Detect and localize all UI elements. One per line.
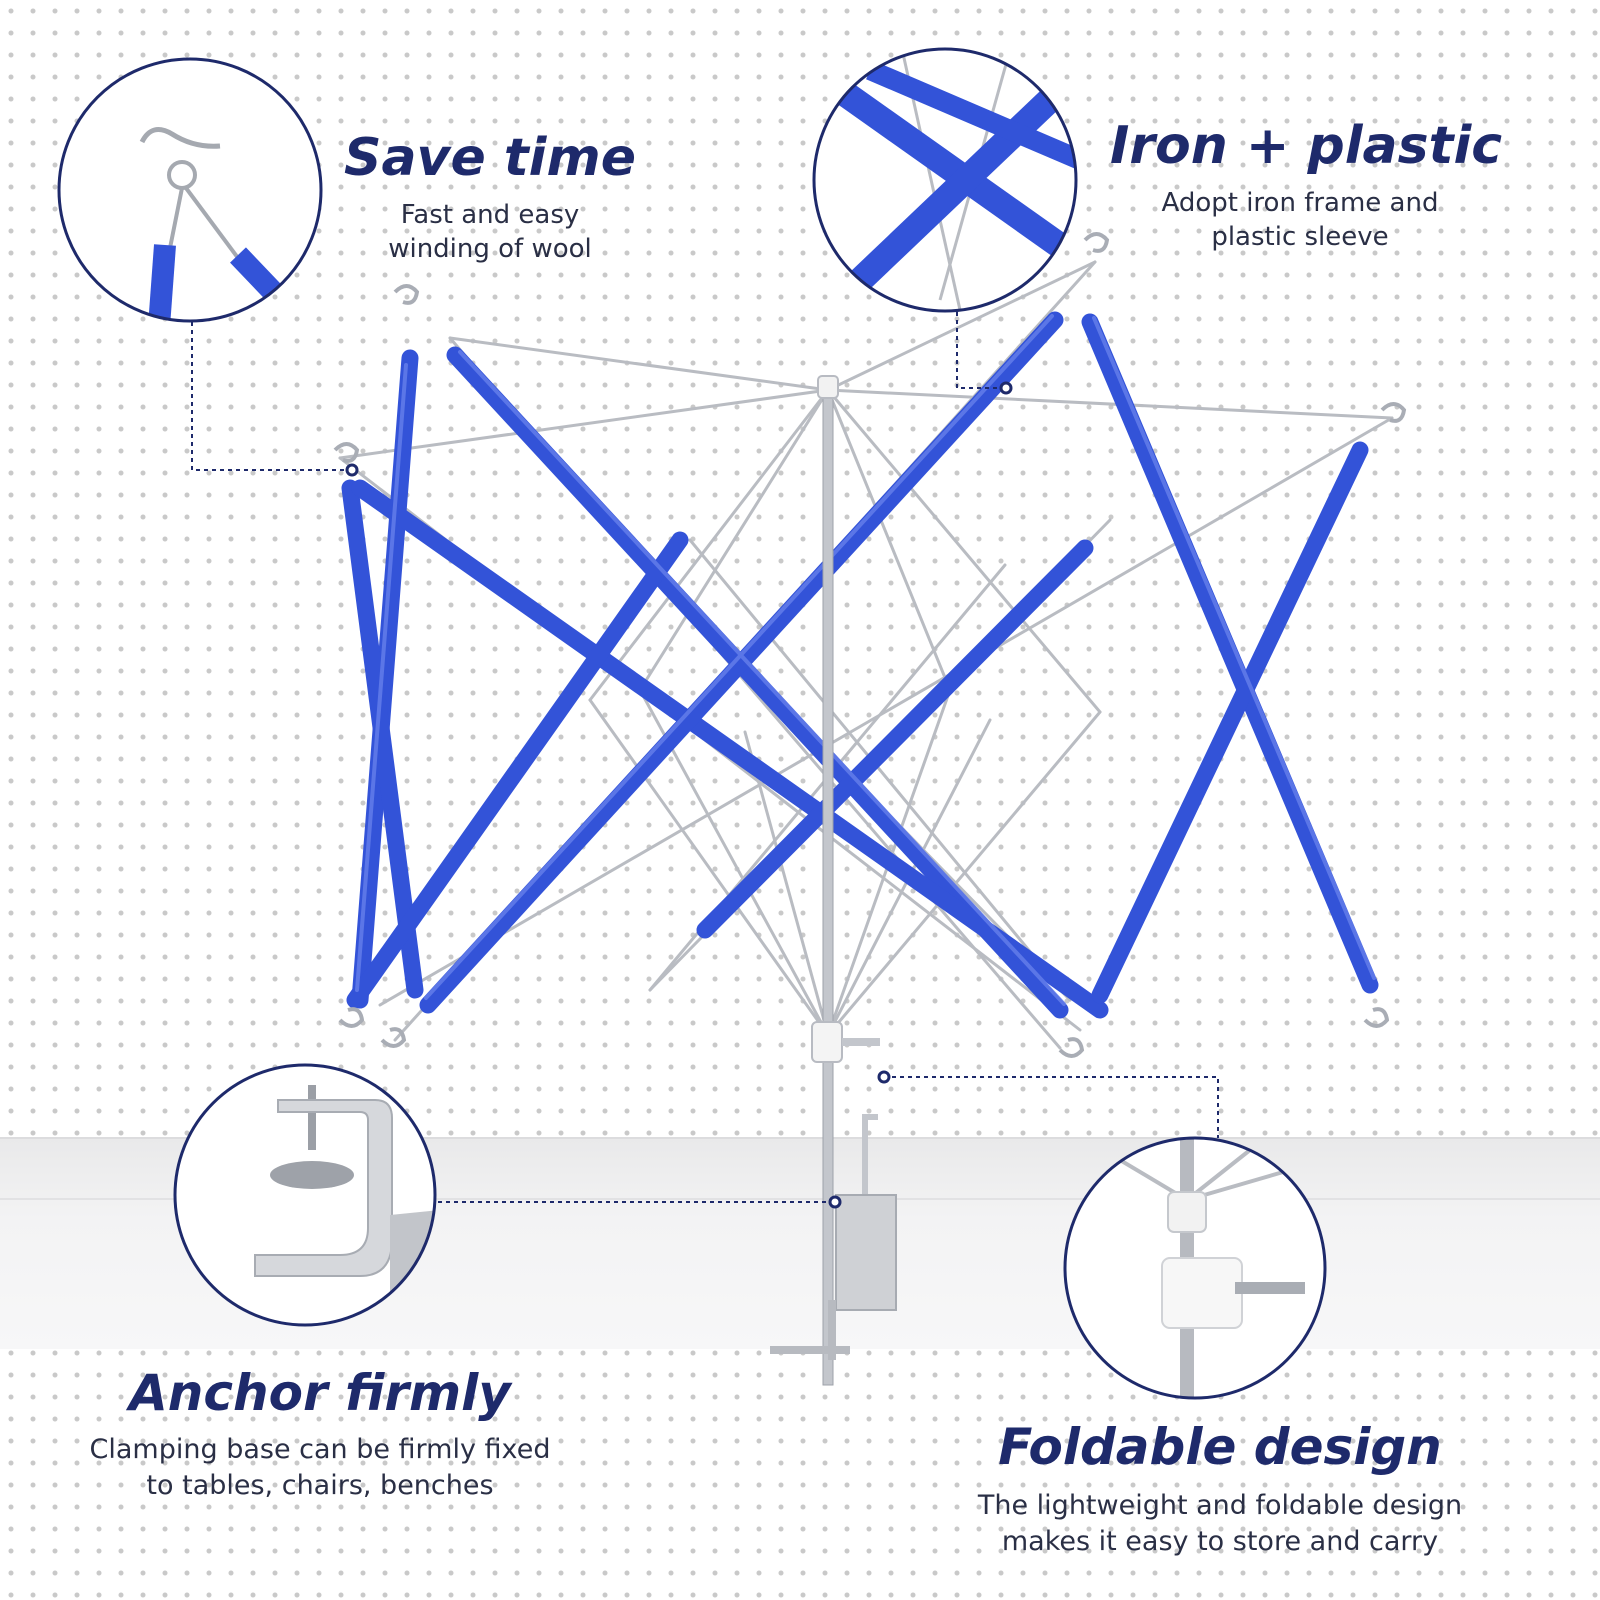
plastic-arms <box>341 311 1379 1019</box>
crossed-arms-closeup-icon <box>812 47 1078 313</box>
plastic-highlights <box>355 314 1376 1006</box>
hook-closeup-icon <box>57 57 323 323</box>
callout-dots <box>345 381 1013 1209</box>
callout-lines <box>191 312 1219 1203</box>
anchor-firmly-title: Anchor firmly <box>129 1364 511 1422</box>
anchor-firmly-description: Clamping base can be firmly fixed to tab… <box>89 1434 551 1501</box>
slider-hub-closeup-icon <box>1063 1136 1327 1400</box>
save-time-title: Save time <box>344 128 636 188</box>
iron-plastic-title: Iron + plastic <box>1110 116 1503 176</box>
table-clamp-closeup-icon <box>173 1063 437 1327</box>
table-edge <box>0 1198 1600 1200</box>
arm-hooks <box>333 232 1407 1058</box>
center-pole-assembly <box>770 375 897 1386</box>
save-time-description: Fast and easy winding of wool <box>388 200 592 265</box>
foldable-design-title: Foldable design <box>998 1418 1442 1476</box>
foldable-design-description: The lightweight and foldable design make… <box>977 1490 1463 1557</box>
iron-plastic-description: Adopt iron frame and plastic sleeve <box>1161 188 1439 253</box>
